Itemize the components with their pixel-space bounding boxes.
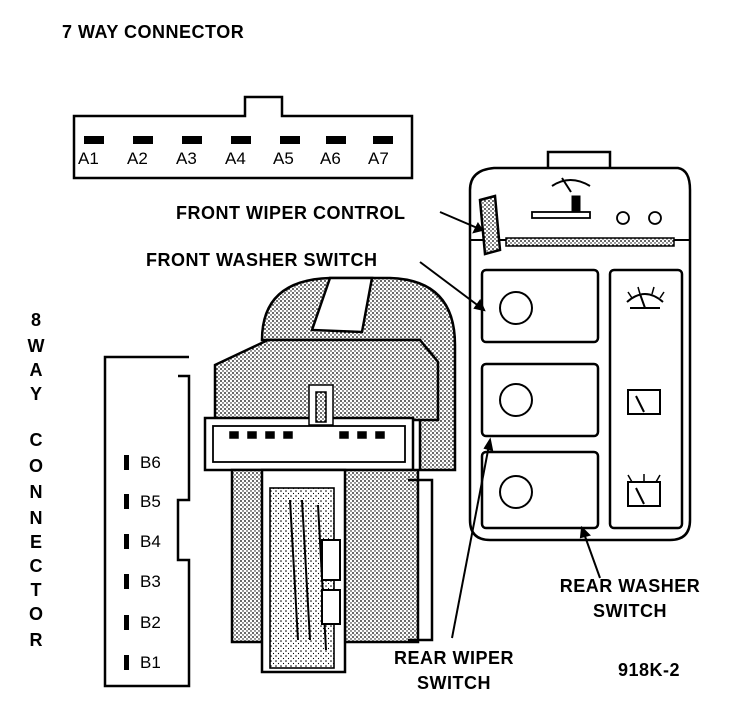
connector-7way-pins [84,136,393,144]
vertical-char: W [27,336,45,356]
label-front-wiper-control: FRONT WIPER CONTROL [176,203,406,223]
vertical-char: C [29,556,43,576]
label-rear-wiper-line2: SWITCH [417,673,491,693]
terminal-blades [289,499,341,651]
pin-a7: A7 [368,149,389,168]
pin-a3: A3 [176,149,197,168]
label-rear-washer-line2: SWITCH [593,601,667,621]
label-rear-wiper-line1: REAR WIPER [393,648,514,668]
vertical-char: C [29,430,43,450]
switch-symbols [626,286,665,507]
vertical-char: N [29,508,43,528]
vertical-char: 8 [30,310,41,330]
vertical-char: A [29,360,43,380]
vertical-char: Y [29,384,42,404]
connector-8way-pins [124,455,129,670]
connector-8way [103,355,191,688]
leader-lines [419,211,601,639]
vertical-char: O [28,456,43,476]
pin-b1: B1 [140,653,161,672]
switch-panel [468,150,692,542]
title-7way-connector: 7 WAY CONNECTOR [62,22,245,42]
label-rear-washer-line1: REAR WASHER [559,576,701,596]
label-front-washer-switch: FRONT WASHER SWITCH [146,250,378,270]
switch-face-details [229,384,385,439]
vertical-char: T [30,580,42,600]
vertical-char: E [29,532,42,552]
pin-b4: B4 [140,532,161,551]
figure-code: 918K-2 [618,660,681,680]
pin-a2: A2 [127,149,148,168]
pin-a5: A5 [273,149,294,168]
vertical-char: O [28,604,43,624]
pin-b6: B6 [140,453,161,472]
pin-b3: B3 [140,572,161,591]
pin-a6: A6 [320,149,341,168]
connector-7way [72,95,414,180]
pin-a4: A4 [225,149,246,168]
vertical-char: R [29,630,43,650]
pin-a1: A1 [78,149,99,168]
vertical-char: N [29,482,43,502]
pin-b2: B2 [140,613,161,632]
pin-b5: B5 [140,492,161,511]
